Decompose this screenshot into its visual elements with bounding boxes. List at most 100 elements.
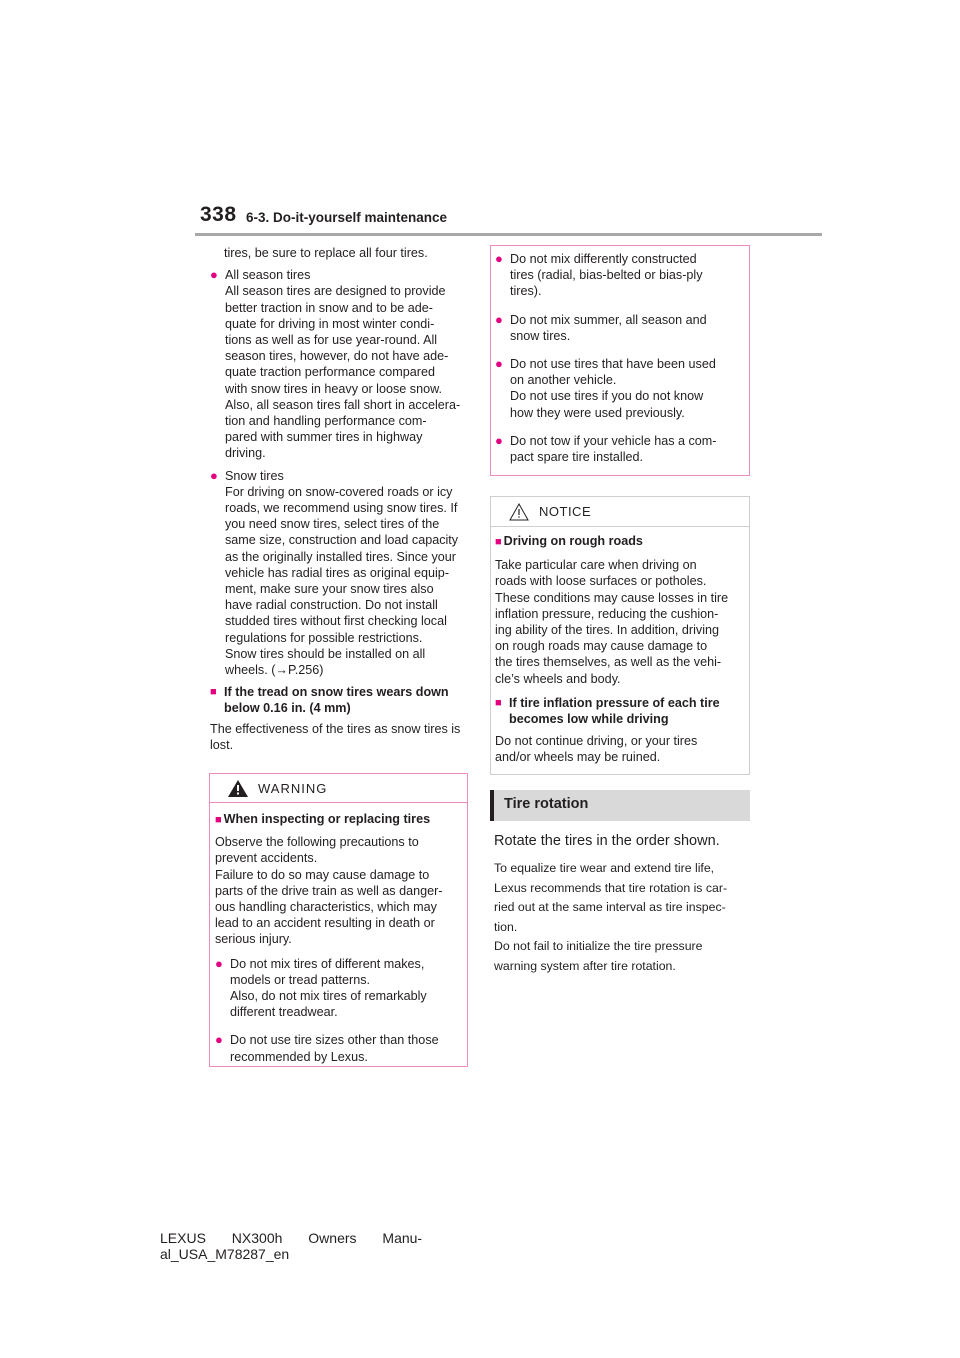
- text-line: snow tires.: [510, 328, 571, 343]
- snow-title: Snow tires: [225, 468, 284, 483]
- caution-triangle-icon: [509, 503, 529, 521]
- text-line: different treadwear.: [230, 1005, 338, 1020]
- warning-bullet-2: ● Do not use tire sizes other than those…: [215, 1032, 462, 1064]
- text-line: ing ability of the tires. In addition, d…: [495, 623, 720, 638]
- text-line: These conditions may cause losses in tir…: [495, 590, 729, 605]
- warning-box: WARNING ■When inspecting or replacing ti…: [209, 773, 468, 1067]
- text-line: inflation pressure, reducing the cushion…: [495, 606, 719, 621]
- footer: LEXUS NX300h Owners Manu- al_USA_M78287_…: [160, 1230, 422, 1262]
- left-column: tires, be sure to replace all four tires…: [210, 245, 472, 753]
- text-line: Also, do not mix tires of remarkably: [230, 989, 427, 1004]
- intro-text: tires, be sure to replace all four tires…: [224, 246, 428, 260]
- text-line: roads with loose surfaces or potholes.: [495, 574, 707, 589]
- text-line: tion.: [494, 919, 518, 934]
- all-season-bullet: ● All season tires All season tires are …: [210, 267, 472, 461]
- text-line: roads, we recommend using snow tires. If: [225, 501, 458, 516]
- notice-body: ■Driving on rough roads Take particular …: [491, 527, 749, 766]
- text-line: The effectiveness of the tires as snow t…: [210, 721, 461, 736]
- text-line: season tires, however, do not have ade-: [225, 349, 449, 364]
- text-line: If the tread on snow tires wears down: [224, 685, 449, 700]
- text-line: have radial construction. Do not install: [225, 598, 438, 613]
- text-line: Do not mix tires of different makes,: [230, 956, 425, 971]
- text-line: models or tread patterns.: [230, 972, 371, 987]
- all-season-text: All season tires are designed to provide…: [225, 283, 472, 461]
- text-line: warning system after tire rotation.: [494, 958, 676, 973]
- text-line: pared with summer tires in highway: [225, 430, 423, 445]
- text-line: Take particular care when driving on: [495, 558, 697, 573]
- warning-bullet-6-text: Do not tow if your vehicle has a com-pac…: [510, 433, 744, 465]
- warning-subhead: When inspecting or replacing tires: [223, 812, 431, 826]
- snow-bullet: ● Snow tires For driving on snow-covered…: [210, 468, 472, 679]
- text-line: Failure to do so may cause damage to: [215, 867, 430, 882]
- text-line: Do not fail to initialize the tire press…: [494, 939, 703, 953]
- bullet-dot-icon: ●: [215, 955, 223, 971]
- warning-triangle-icon: [228, 780, 248, 797]
- text-line: All season tires are designed to provide: [225, 284, 446, 299]
- notice-subhead-1: Driving on rough roads: [503, 534, 643, 548]
- text-line: driving.: [225, 446, 266, 461]
- bullet-dot-icon: ●: [215, 1032, 223, 1048]
- text-line: lead to an accident resulting in death o…: [215, 916, 435, 931]
- text-line: same size, construction and load capacit…: [225, 533, 459, 548]
- text-line: you need snow tires, select tires of the: [225, 517, 440, 532]
- text-line: prevent accidents.: [215, 851, 318, 866]
- footer-line-1: LEXUS NX300h Owners Manu-: [160, 1230, 423, 1246]
- tread-body: The effectiveness of the tires as snow t…: [210, 721, 472, 753]
- text-line: Also, all season tires fall short in acc…: [225, 397, 461, 412]
- text-line: Do not use tire sizes other than those: [230, 1033, 439, 1048]
- text-line: Snow tires should be installed on all: [225, 646, 426, 661]
- text-line: as the originally installed tires. Since…: [225, 549, 456, 564]
- text-line: lost.: [210, 737, 234, 752]
- text-line: with snow tires in heavy or loose snow.: [225, 381, 442, 396]
- bullet-dot-icon: ●: [495, 356, 503, 372]
- text-line: For driving on snow-covered roads or icy: [225, 484, 453, 499]
- text-line: ous handling characteristics, which may: [215, 900, 437, 915]
- notice-label: NOTICE: [539, 504, 592, 519]
- text-line: on another vehicle.: [510, 373, 617, 388]
- text-line: becomes low while driving: [509, 712, 669, 727]
- text-line: pact spare tire installed.: [510, 450, 644, 465]
- text-line: Do not use tires if you do not know: [510, 389, 704, 404]
- text-line: Do not mix summer, all season and: [510, 312, 707, 327]
- text-line: ment, make sure your snow tires also: [225, 582, 434, 597]
- text-line: tions as well as for use year-round. All: [225, 333, 438, 348]
- snow-text: For driving on snow-covered roads or icy…: [225, 484, 472, 678]
- text-line: tires).: [510, 284, 542, 299]
- text-line: the tires themselves, as well as the veh…: [495, 655, 722, 670]
- tire-rotation-title: Tire rotation: [504, 796, 589, 812]
- text-line: tion and handling performance com-: [225, 414, 427, 429]
- bullet-dot-icon: ●: [495, 311, 503, 327]
- notice-header: NOTICE: [491, 497, 749, 527]
- text-line: cle’s wheels and body.: [495, 671, 621, 686]
- notice-subhead-2: ■ If tire inflation pressure of each tir…: [495, 695, 744, 727]
- text-line: below 0.16 in. (4 mm): [224, 701, 351, 716]
- text-line: recommended by Lexus.: [230, 1049, 368, 1064]
- warning-label: WARNING: [258, 781, 328, 796]
- text-line: Observe the following precautions to: [215, 835, 419, 850]
- text-line: better traction in snow and to be ade-: [225, 300, 433, 315]
- text-line: vehicle has radial tires as original equ…: [225, 565, 450, 580]
- bullet-dot-icon: ●: [210, 467, 218, 483]
- text-line: Do not continue driving, or your tires: [495, 734, 698, 749]
- text-line: regulations for possible restrictions.: [225, 630, 423, 645]
- header-rule: [195, 233, 822, 236]
- text-line: quate for driving in most winter condi-: [225, 316, 435, 331]
- all-season-title: All season tires: [225, 268, 311, 283]
- bullet-dot-icon: ●: [495, 432, 503, 448]
- tire-rotation-heading: Tire rotation: [490, 790, 750, 821]
- text-line: on rough roads may cause damage to: [495, 639, 708, 654]
- tire-rotation-lead: Rotate the tires in the order shown.: [494, 833, 720, 849]
- bullet-dot-icon: ●: [210, 267, 218, 283]
- text-line: and/or wheels may be ruined.: [495, 750, 661, 765]
- square-bullet-icon: ■: [495, 536, 502, 548]
- text-line: studded tires without first checking loc…: [225, 614, 447, 629]
- text-line: Do not mix differently constructed: [510, 252, 697, 266]
